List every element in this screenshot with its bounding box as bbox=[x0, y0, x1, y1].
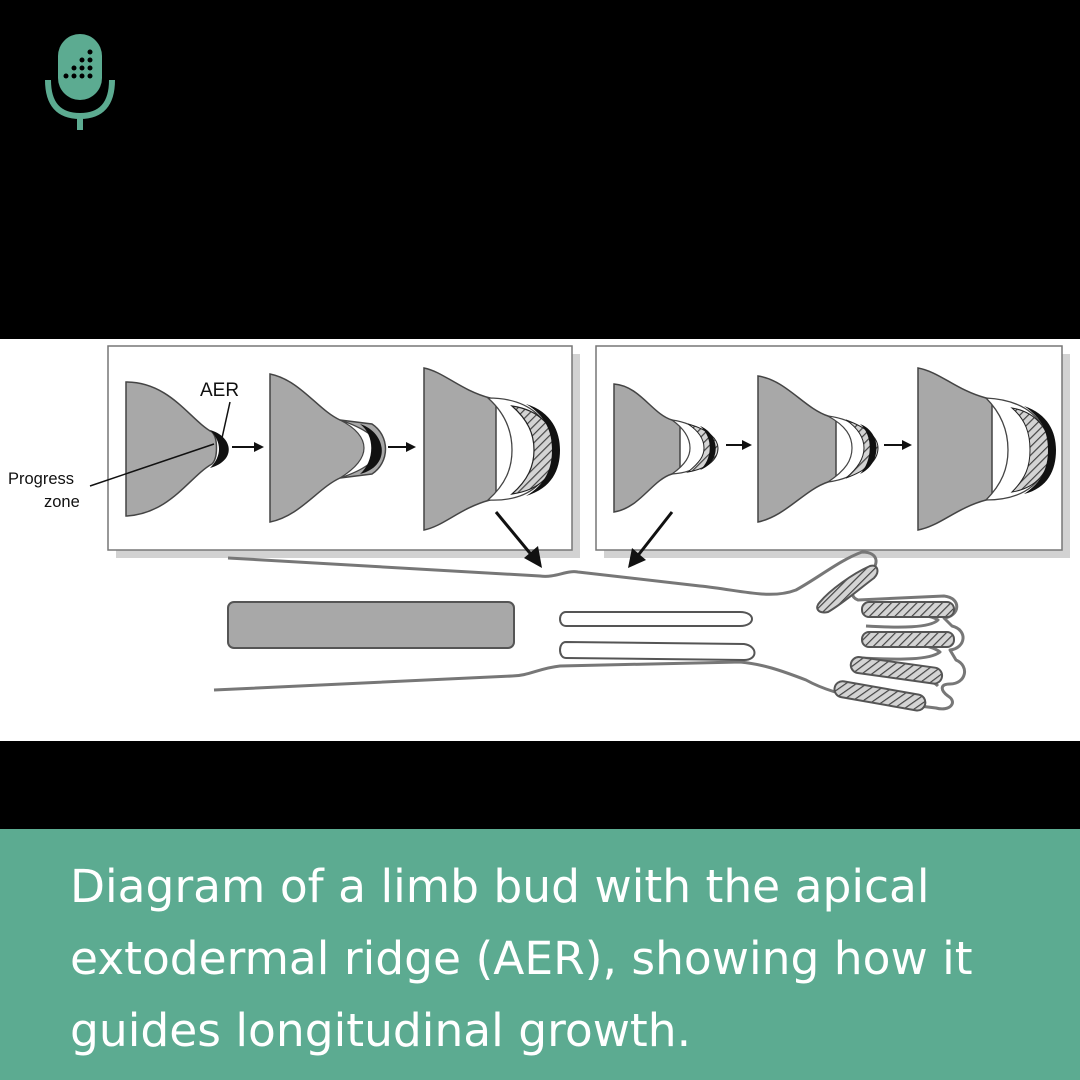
aer-label: AER bbox=[200, 380, 239, 401]
digit-bones bbox=[816, 564, 955, 712]
progress-zone-label-line2: zone bbox=[44, 493, 80, 511]
caption-text: Diagram of a limb bud with the apical ex… bbox=[70, 860, 973, 1057]
growth-arrow bbox=[388, 442, 416, 452]
growth-arrow bbox=[884, 440, 912, 450]
microphone-icon bbox=[45, 34, 115, 130]
limb-bud-stage-4 bbox=[613, 383, 719, 513]
limb-bud-diagram: AER Progress zone bbox=[0, 339, 1080, 741]
limb-bud-stage-6 bbox=[917, 367, 1056, 531]
growth-arrow bbox=[726, 440, 752, 450]
growth-arrow bbox=[232, 442, 264, 452]
limb-bud-stage-3 bbox=[423, 367, 560, 531]
progress-zone-leader-line bbox=[89, 443, 215, 487]
limb-bud-stage-2 bbox=[269, 373, 387, 523]
caption-bar bbox=[0, 829, 1080, 1080]
limb-bud-stage-1 bbox=[125, 381, 229, 517]
limb-bud-stage-5 bbox=[757, 375, 879, 523]
progress-zone-label-line1: Progress bbox=[8, 470, 74, 488]
aer-leader-line bbox=[221, 401, 231, 439]
arrow-to-forearm bbox=[494, 511, 542, 568]
humerus-bone bbox=[227, 601, 515, 649]
arrow-to-forearm bbox=[628, 511, 674, 568]
forearm-bones bbox=[559, 611, 756, 662]
